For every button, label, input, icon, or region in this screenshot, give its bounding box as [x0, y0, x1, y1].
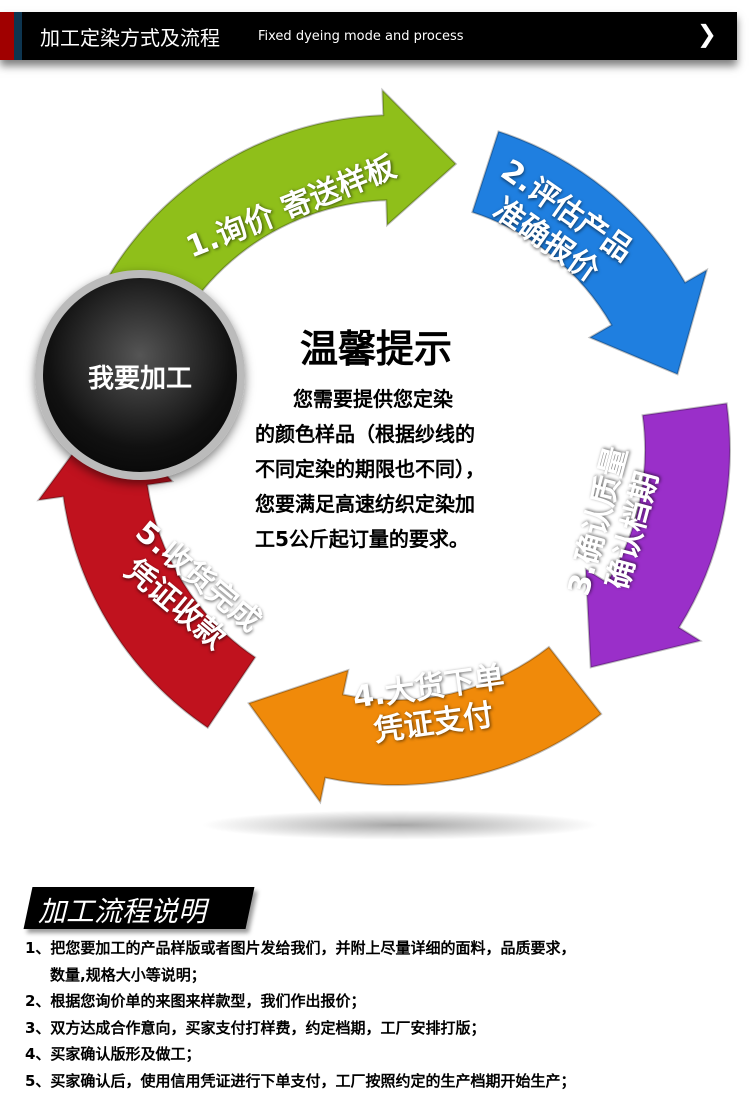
process-step: 2、根据您询价单的来图来样款型，我们作出报价； [25, 992, 366, 1010]
tip-line: 您需要提供您定染 [293, 387, 453, 411]
hub-label: 我要加工 [87, 364, 192, 394]
diagram-shadow [200, 810, 600, 840]
header-accent-red [0, 12, 14, 60]
process-step: 3、双方达成合作意向，买家支付打样费，约定档期，工厂安排打版； [25, 1018, 486, 1037]
tip-line: 不同定染的期限也不同）， [255, 457, 485, 481]
process-steps: 1、把您要加工的产品样版或者图片发给我们，并附上尽量详细的面料，品质要求， 数量… [25, 935, 575, 1094]
hub-circle: 我要加工 [35, 270, 245, 480]
tip-title: 温馨提示 [300, 327, 453, 371]
step-4-arrow [247, 645, 603, 805]
tip-text: 您需要提供您定染 的颜色样品（根据纱线的 不同定染的期限也不同）， 您要满足高速… [255, 382, 555, 557]
tip-line: 工5公斤起订量的要求。 [255, 527, 469, 551]
step-2-arrow [471, 130, 709, 376]
process-step: 4、买家确认版形及做工； [25, 1045, 201, 1063]
process-step: 1、把您要加工的产品样版或者图片发给我们，并附上尽量详细的面料，品质要求， [25, 939, 576, 957]
tip-line: 您要满足高速纺织定染加 [255, 492, 475, 516]
process-step: 5、买家确认后，使用信用凭证进行下单支付，工厂按照约定的生产档期开始生产； [25, 1071, 576, 1090]
header-subtitle: Fixed dyeing mode and process [258, 29, 464, 44]
chevron-right-icon[interactable]: ❯ [696, 20, 717, 48]
process-step: 数量,规格大小等说明； [50, 965, 206, 984]
process-title: 加工流程说明 [38, 895, 207, 928]
section-header: 加工定染方式及流程 Fixed dyeing mode and process … [0, 12, 737, 60]
step-3-arrow [584, 402, 731, 669]
header-accent-blue [14, 12, 22, 60]
step-5-arrow [36, 407, 257, 730]
header-title: 加工定染方式及流程 [40, 26, 220, 50]
tip-line: 的颜色样品（根据纱线的 [255, 422, 475, 446]
